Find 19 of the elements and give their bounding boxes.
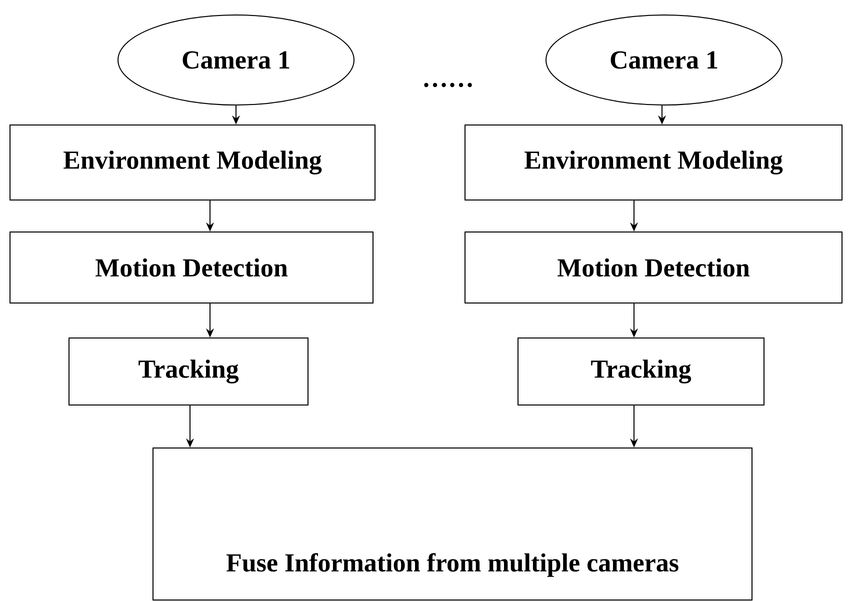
process-box: [68, 338, 308, 406]
process-box: [10, 232, 374, 304]
node-label: Tracking: [591, 360, 692, 384]
node-label: Fuse Information from multiple cameras: [226, 553, 678, 577]
process-box: [518, 338, 764, 406]
process-box: [464, 232, 842, 304]
ellipsis-label: ……: [424, 82, 472, 88]
node-label: Camera 1: [182, 51, 290, 69]
process-box: [464, 124, 842, 200]
camera-ellipse: [118, 14, 354, 106]
process-box: [10, 124, 376, 200]
node-label: Motion Detection: [96, 258, 288, 277]
process-box: [152, 448, 752, 600]
node-label: Motion Detection: [558, 258, 750, 277]
node-label: Camera 1: [610, 51, 718, 69]
node-label: Environment Modeling: [64, 150, 322, 174]
node-label: Environment Modeling: [524, 150, 783, 174]
camera-ellipse: [546, 14, 782, 106]
node-label: Tracking: [138, 360, 239, 384]
